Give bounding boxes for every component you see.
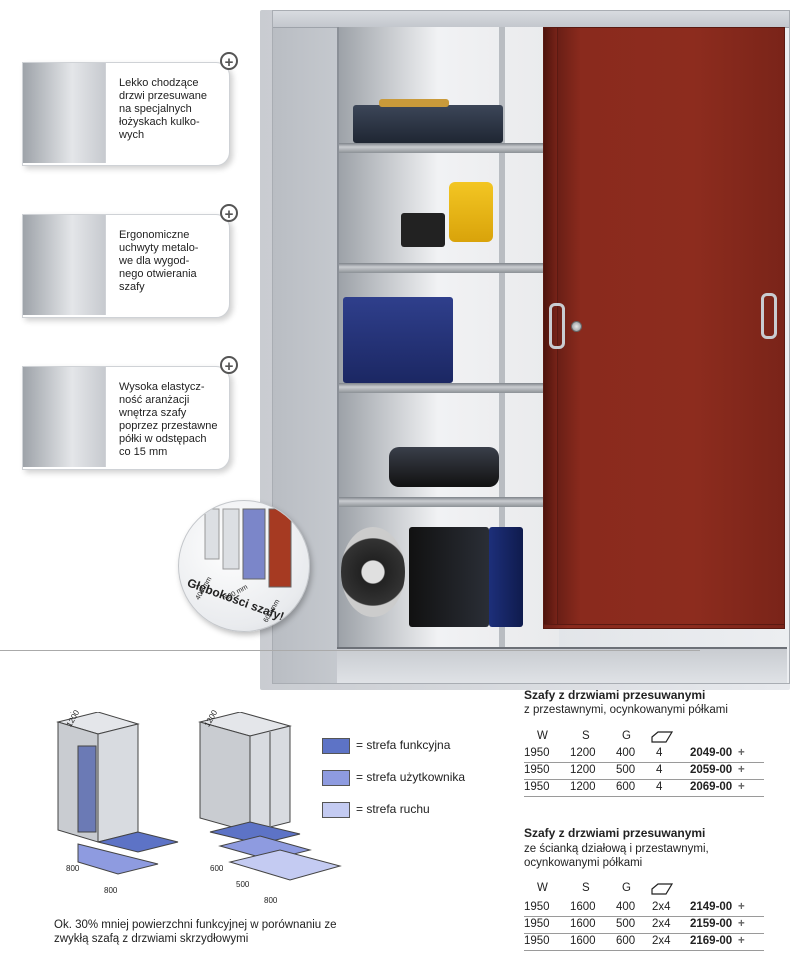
table-row[interactable]: 1950 1200 400 4 2049-00 + <box>524 746 764 763</box>
plus-icon[interactable]: + <box>220 356 238 375</box>
product-photo <box>260 10 790 690</box>
cabinet-base <box>337 647 787 683</box>
hinged-door-diagram <box>56 712 179 875</box>
hammer <box>379 99 449 107</box>
feature-text: Wysoka elastycz- ność aranżacji wnętrza … <box>119 381 218 458</box>
feature-thumbnail <box>23 215 106 315</box>
dimension-label: 800 <box>264 896 278 905</box>
power-tool <box>389 447 499 487</box>
dimension-label: 800 <box>66 864 80 873</box>
table-row[interactable]: 1950 1200 600 4 2069-00 + <box>524 780 764 797</box>
tool-case <box>409 527 489 627</box>
toolbox <box>353 105 503 143</box>
product-title: Szafy z drzwiami przesuwanymi <box>524 826 706 840</box>
product-table: 1950 1200 400 4 2049-00 + 1950 1200 500 … <box>524 746 764 797</box>
feature-thumbnail <box>23 367 106 467</box>
legend-swatch <box>322 802 350 818</box>
legend-label: = strefa użytkownika <box>356 770 466 784</box>
table-row[interactable]: 1950 1200 500 4 2059-00 + <box>524 763 764 780</box>
cabinet <box>272 10 790 684</box>
shelf <box>339 497 551 507</box>
product-table: 1950 1600 400 2x4 2149-00 + 1950 1600 50… <box>524 900 764 951</box>
cable-reel <box>341 527 405 617</box>
sliding-door-diagram <box>198 712 342 881</box>
col-header-s: S <box>582 730 590 742</box>
dimension-label: 500 <box>236 880 250 889</box>
feature-thumbnail <box>23 63 106 163</box>
col-header-s: S <box>582 882 590 894</box>
product-subtitle: ze ścianką działową i przestawnymi, ocyn… <box>524 843 709 869</box>
legend-label: = strefa funkcyjna <box>356 738 451 752</box>
shelf <box>339 383 551 393</box>
door-handle-icon <box>761 293 777 339</box>
col-header-w: W <box>537 730 548 742</box>
table-row[interactable]: 1950 1600 600 2x4 2169-00 + <box>524 934 764 951</box>
shelf-icon <box>651 731 674 743</box>
feature-text: Ergonomiczne uchwyty metalo- we dla wygo… <box>119 229 199 293</box>
section-divider <box>0 650 700 651</box>
product-title: Szafy z drzwiami przesuwanymi <box>524 688 706 702</box>
depth-columns-icon: 400 mm 500 mm 600 mm Głębokości szafy! <box>185 508 292 624</box>
legend-swatch <box>322 738 350 754</box>
shelf-icon <box>651 883 674 895</box>
feature-callout-shelves: Wysoka elastycz- ność aranżacji wnętrza … <box>22 366 230 470</box>
feature-callout-sliding: Lekko chodzące drzwi przesuwane na specj… <box>22 62 230 166</box>
shelf <box>339 263 551 273</box>
shelf-rail <box>499 27 505 659</box>
product-subtitle: z przestawnymi, ocynkowanymi półkami <box>524 704 728 716</box>
plus-icon[interactable]: + <box>220 52 238 71</box>
dimension-label: 600 <box>210 864 224 873</box>
feature-callout-handles: Ergonomiczne uchwyty metalo- we dla wygo… <box>22 214 230 318</box>
door-handle-icon <box>549 303 565 349</box>
footnote: Ok. 30% mniej powierzchni funkcyjnej w p… <box>54 919 337 945</box>
table-row[interactable]: 1950 1600 400 2x4 2149-00 + <box>524 900 764 917</box>
table-row[interactable]: 1950 1600 500 2x4 2159-00 + <box>524 917 764 934</box>
cabinet-interior <box>337 27 559 659</box>
depth-badge: 400 mm 500 mm 600 mm Głębokości szafy! <box>178 500 310 632</box>
col-header-g: G <box>622 882 631 894</box>
blue-toolbag <box>343 297 453 383</box>
col-header-g: G <box>622 730 631 742</box>
dimension-label: 800 <box>104 886 118 895</box>
lock-icon <box>571 321 582 332</box>
col-header-w: W <box>537 882 548 894</box>
tool-case-blue <box>489 527 523 627</box>
cabinet-top <box>273 11 789 28</box>
shelf <box>339 143 551 153</box>
plus-icon[interactable]: + <box>220 204 238 223</box>
legend-swatch <box>322 770 350 786</box>
cordless-drill <box>449 182 493 242</box>
charger <box>401 213 445 247</box>
sliding-door-front <box>557 27 785 625</box>
feature-text: Lekko chodzące drzwi przesuwane na specj… <box>119 77 208 141</box>
legend-label: = strefa ruchu <box>356 802 430 816</box>
